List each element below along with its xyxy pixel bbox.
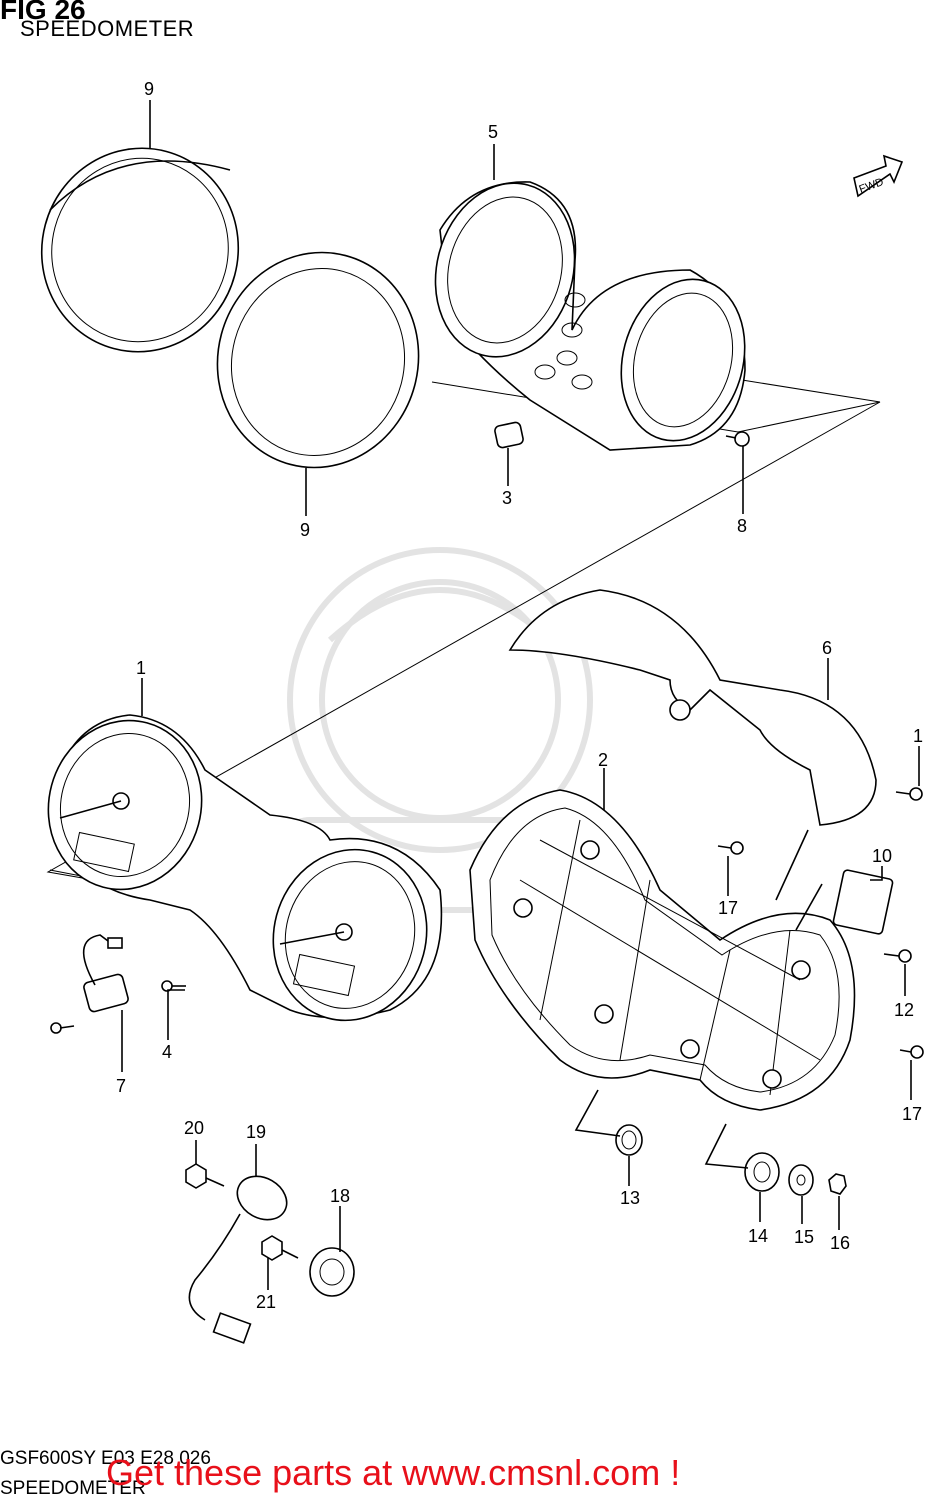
socket-wire-part-19 xyxy=(188,1175,288,1344)
promo-link[interactable]: Get these parts at www.cmsnl.com ! xyxy=(106,1452,681,1493)
washer-part-15 xyxy=(788,1164,814,1196)
nut-part-16 xyxy=(828,1173,847,1195)
callout-17-upper: 17 xyxy=(718,898,738,918)
callout-16: 16 xyxy=(830,1233,850,1253)
bezel-ring-upper xyxy=(40,147,240,353)
callout-9-lower: 9 xyxy=(300,520,310,540)
cushion-part-14 xyxy=(744,1152,780,1192)
connector-part-10 xyxy=(832,869,894,935)
upper-meter-case xyxy=(434,181,746,451)
figure-subtitle: SPEEDOMETER xyxy=(20,16,195,41)
leader-lines xyxy=(121,100,920,1290)
screw-part-7 xyxy=(50,1022,75,1034)
screw-part-8 xyxy=(725,431,750,447)
callout-19: 19 xyxy=(246,1122,266,1142)
callout-14: 14 xyxy=(748,1226,768,1246)
callout-15: 15 xyxy=(794,1227,814,1247)
figure-title: FIG 26 xyxy=(0,0,86,25)
bolt-part-21 xyxy=(261,1235,299,1261)
callout-4: 4 xyxy=(162,1042,172,1062)
meter-lower-case xyxy=(469,789,856,1111)
callout-13: 13 xyxy=(620,1188,640,1208)
callout-7: 7 xyxy=(116,1076,126,1096)
grommet-part-13 xyxy=(615,1124,643,1156)
callout-8: 8 xyxy=(737,516,747,536)
bolt-part-20 xyxy=(185,1163,225,1189)
callout-12: 12 xyxy=(894,1000,914,1020)
callout-3: 3 xyxy=(502,488,512,508)
callout-1-meter: 1 xyxy=(136,658,146,678)
sensor-part-7 xyxy=(82,934,129,1013)
model-name: SPEEDOMETER xyxy=(0,1478,146,1499)
callout-9-upper: 9 xyxy=(144,79,154,99)
callout-6: 6 xyxy=(822,638,832,658)
callout-5: 5 xyxy=(488,122,498,142)
screw-part-17b xyxy=(899,1045,924,1059)
callout-1-screw: 1 xyxy=(913,726,923,746)
bulb-part-18 xyxy=(309,1247,355,1297)
meter-hood-cover xyxy=(508,589,877,826)
callout-18: 18 xyxy=(330,1186,350,1206)
meter-assembly xyxy=(47,714,443,1022)
forward-arrow-icon: FWD xyxy=(853,154,904,198)
bezel-ring-lower xyxy=(216,251,420,469)
model-code: GSF600SY E03 E28 026 xyxy=(0,1448,211,1469)
callout-2: 2 xyxy=(598,750,608,770)
callout-10: 10 xyxy=(872,846,892,866)
screw-part-1b xyxy=(895,787,923,801)
callout-21: 21 xyxy=(256,1292,276,1312)
callout-20: 20 xyxy=(184,1118,204,1138)
screw-part-4 xyxy=(161,980,186,992)
callout-17-lower: 17 xyxy=(902,1104,922,1124)
screw-part-12 xyxy=(883,949,912,963)
grommet-part-3 xyxy=(494,421,524,449)
screw-part-17a xyxy=(717,841,744,855)
callout-labels: 9 5 9 3 8 1 6 1 2 10 17 12 17 4 7 20 19 … xyxy=(116,79,923,1312)
